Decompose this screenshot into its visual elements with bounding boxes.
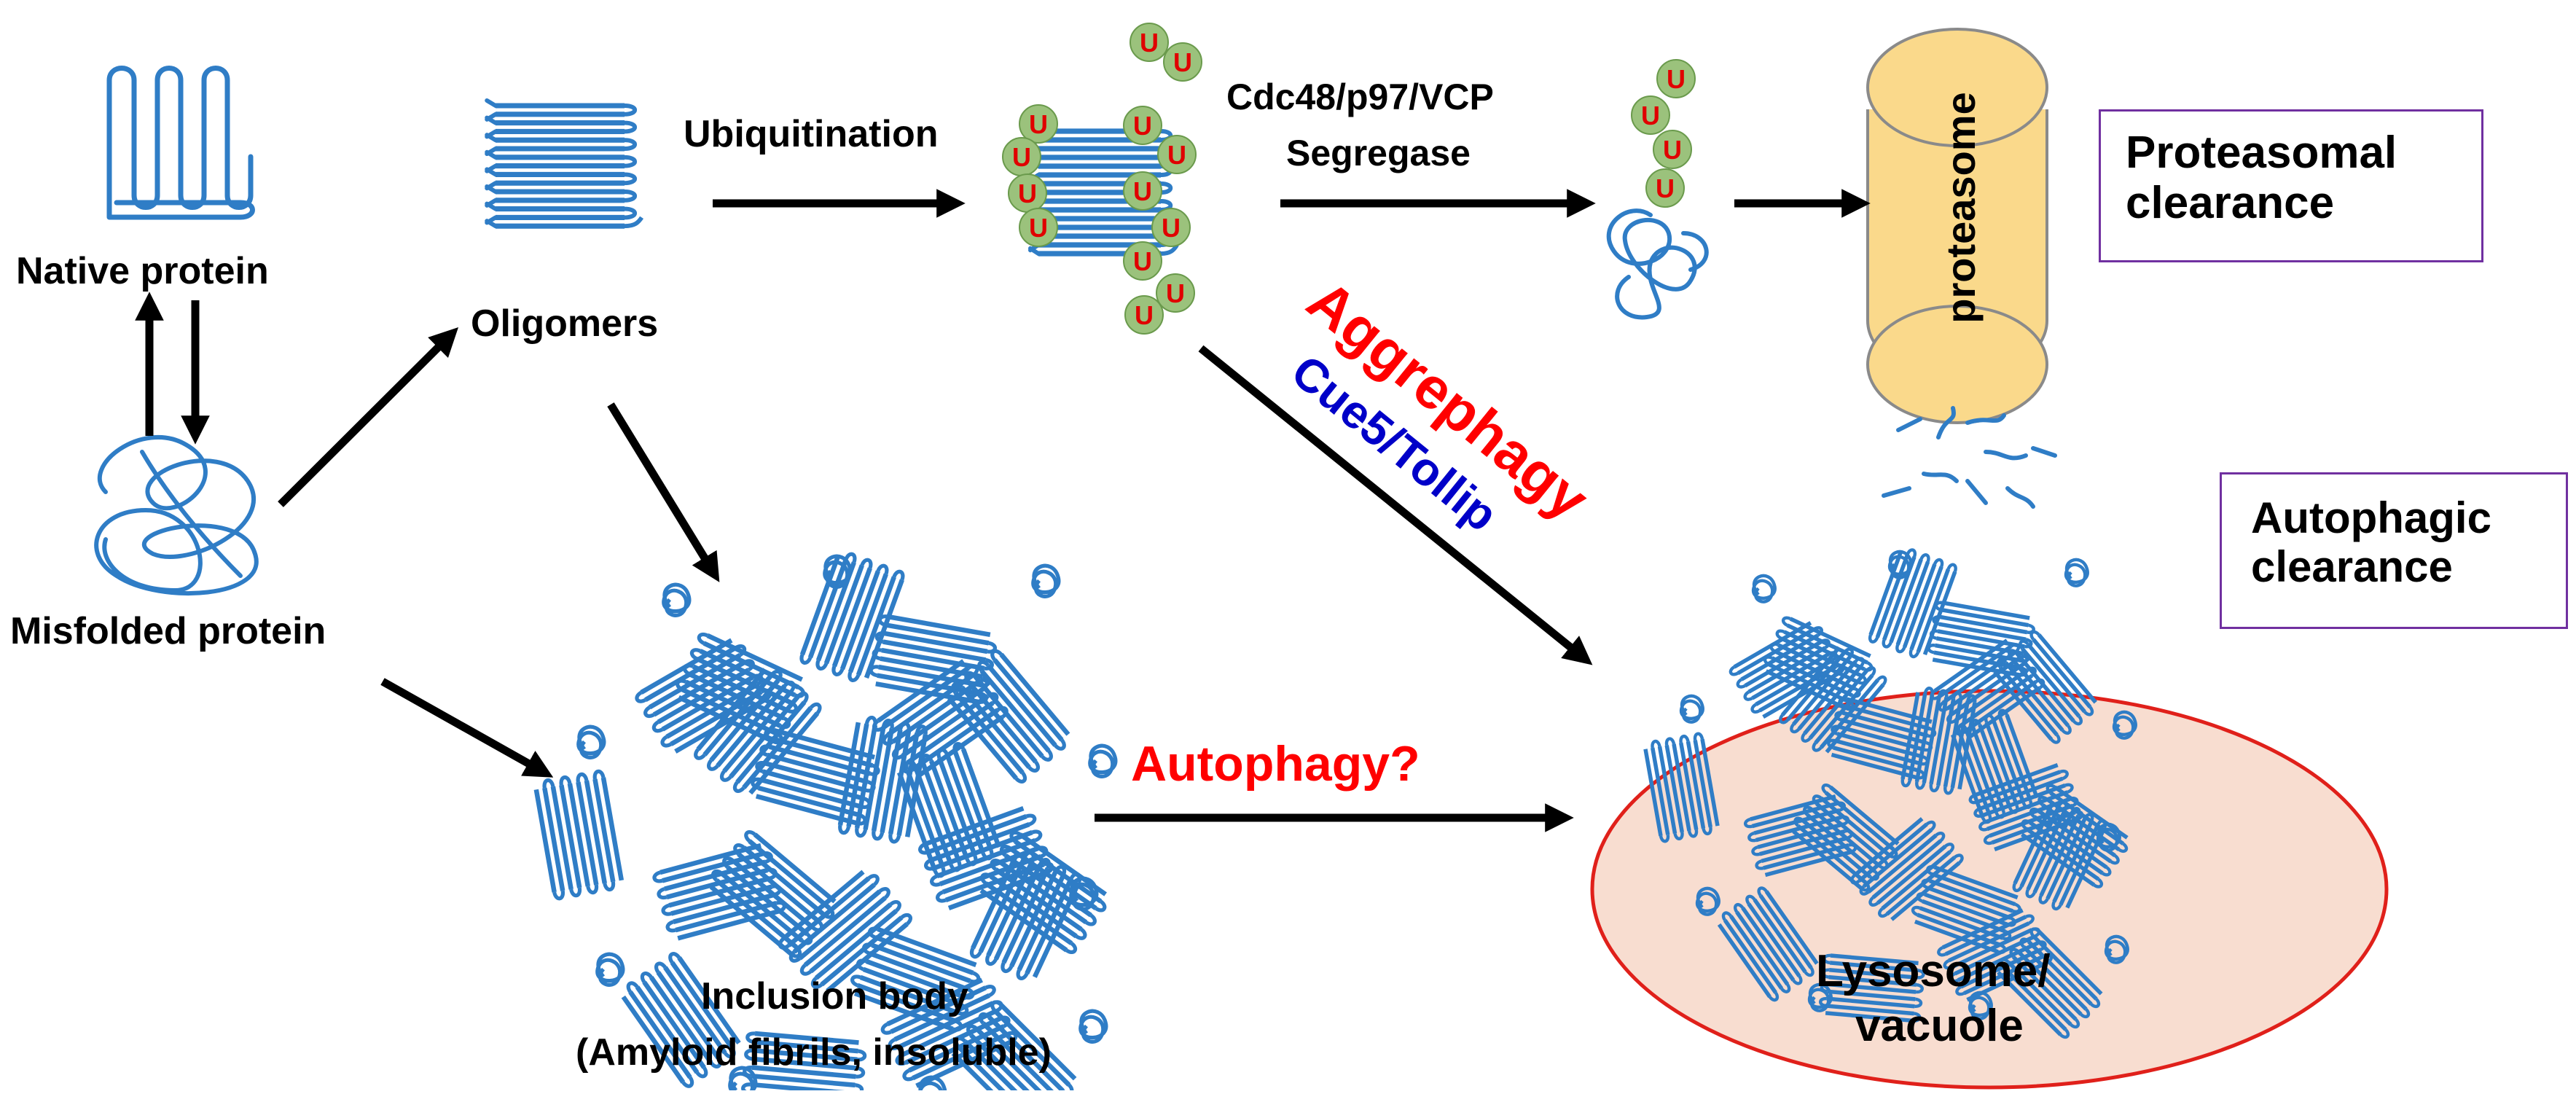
oligomers-label: Oligomers [471, 302, 659, 345]
ubiquitin-bead: U [1002, 137, 1041, 176]
svg-text:U: U [1133, 176, 1152, 206]
arrow-aggrephagy [1198, 345, 1593, 665]
native-protein-label: Native protein [16, 250, 269, 292]
ubiquitin-bead: U [1631, 95, 1670, 135]
ubiquitin-bead: U [1151, 208, 1191, 247]
svg-text:U: U [1173, 47, 1192, 77]
svg-text:U: U [1029, 213, 1048, 243]
oligomer-icon [487, 101, 641, 226]
svg-text:U: U [1135, 300, 1154, 330]
svg-text:U: U [1162, 213, 1181, 243]
ubiquitin-bead: U [1123, 241, 1162, 281]
svg-text:U: U [1018, 179, 1037, 208]
segregase-label-line2: Segregase [1286, 133, 1471, 173]
autophagic-clearance-line1: Autophagic [2251, 493, 2491, 542]
proteasomal-clearance-line2: clearance [2126, 178, 2335, 229]
ubiquitin-bead: U [1653, 130, 1692, 169]
svg-text:U: U [1133, 246, 1152, 276]
ubiquitin-bead: U [1130, 23, 1169, 62]
svg-text:U: U [1641, 101, 1660, 130]
autophagic-clearance-box: Autophagic clearance [2220, 472, 2568, 629]
proteasome-label: proteasome [1938, 92, 1984, 323]
ubiquitin-bead: U [1156, 273, 1195, 313]
lysosome-label-line1: Lysosome/ [1816, 946, 2051, 996]
svg-text:U: U [1166, 278, 1185, 308]
svg-text:U: U [1012, 142, 1031, 172]
svg-text:U: U [1167, 140, 1186, 170]
ubiquitin-bead: U [1157, 135, 1197, 174]
svg-text:U: U [1663, 135, 1682, 165]
inclusion-body-label-line2: (Amyloid fibrils, insoluble) [576, 1031, 1052, 1074]
segregase-label-line1: Cdc48/p97/VCP [1226, 77, 1494, 117]
svg-text:U: U [1667, 64, 1686, 94]
misfolded-protein-icon [94, 435, 259, 595]
ubiquitin-bead: U [1124, 295, 1164, 335]
proteasomal-clearance-line1: Proteasomal [2126, 128, 2397, 178]
native-protein-icon [106, 66, 255, 220]
svg-text:U: U [1029, 109, 1048, 139]
proteasomal-clearance-box: Proteasomal clearance [2099, 109, 2483, 262]
svg-text:U: U [1140, 28, 1159, 58]
ubiquitin-bead: U [1019, 208, 1058, 247]
inclusion-body-label-line1: Inclusion body [701, 975, 968, 1017]
autophagy-question-label: Autophagy? [1131, 736, 1420, 792]
lysosome-label-line2: vacuole [1855, 1001, 2024, 1051]
arrow-misfolded-to-oligomers [278, 327, 459, 507]
ubiquitination-label: Ubiquitination [684, 113, 939, 155]
arrow-misfolded-to-inclusion [380, 678, 554, 778]
ubiquitin-bead: U [1008, 173, 1047, 213]
ubiquitin-bead: U [1645, 168, 1685, 208]
ubiquitin-bead: U [1019, 104, 1058, 144]
proteasome-icon [1866, 28, 2048, 424]
arrow-oligomers-to-inclusion [607, 402, 720, 582]
autophagic-clearance-line2: clearance [2251, 542, 2453, 592]
misfolded-protein-label: Misfolded protein [10, 610, 326, 652]
ubiquitin-bead: U [1123, 106, 1162, 145]
ubiquitin-bead: U [1123, 171, 1162, 211]
svg-text:U: U [1133, 111, 1152, 141]
ubiquitin-bead: U [1163, 42, 1202, 82]
peptide-fragments-icon [1882, 406, 2057, 509]
svg-text:U: U [1656, 173, 1675, 203]
ubiquitin-bead: U [1656, 59, 1696, 98]
